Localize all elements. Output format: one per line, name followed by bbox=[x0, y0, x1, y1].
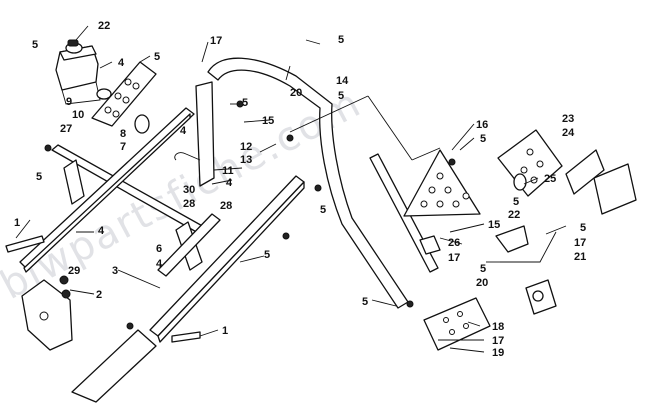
center-post bbox=[174, 81, 215, 187]
callout-5: 5 bbox=[513, 196, 519, 208]
callout-5: 5 bbox=[36, 171, 42, 183]
callout-6: 6 bbox=[156, 243, 162, 255]
callout-11: 11 bbox=[222, 165, 234, 177]
callout-5: 5 bbox=[242, 97, 248, 109]
callout-29: 29 bbox=[68, 265, 80, 277]
callout-5: 5 bbox=[32, 39, 38, 51]
callout-4: 4 bbox=[180, 125, 187, 137]
perforated-plate bbox=[91, 61, 157, 134]
leader-lines bbox=[15, 25, 567, 353]
callout-14: 14 bbox=[336, 75, 349, 87]
callout-5: 5 bbox=[320, 204, 326, 216]
callout-4: 4 bbox=[156, 258, 163, 270]
callout-12: 12 bbox=[240, 141, 252, 153]
callout-25: 25 bbox=[544, 173, 556, 185]
main-hoop bbox=[207, 57, 409, 309]
callout-15: 15 bbox=[488, 219, 500, 231]
callout-22: 22 bbox=[508, 209, 520, 221]
callout-5: 5 bbox=[154, 51, 160, 63]
callout-labels: 22 5 4 5 9 10 27 8 7 4 17 5 14 20 5 5 15… bbox=[14, 20, 586, 359]
callout-28: 28 bbox=[183, 198, 195, 210]
callout-26: 26 bbox=[448, 237, 460, 249]
callout-4: 4 bbox=[98, 225, 105, 237]
callout-22: 22 bbox=[98, 20, 110, 32]
callout-1: 1 bbox=[14, 217, 20, 229]
callout-10: 10 bbox=[72, 109, 84, 121]
callout-23: 23 bbox=[562, 113, 574, 125]
mounting-plate bbox=[497, 129, 563, 197]
callout-8: 8 bbox=[120, 128, 126, 140]
callout-27: 27 bbox=[60, 123, 72, 135]
callout-28: 28 bbox=[220, 200, 232, 212]
callout-1: 1 bbox=[222, 325, 228, 337]
callout-9: 9 bbox=[66, 96, 72, 108]
callout-7: 7 bbox=[120, 141, 126, 153]
left-side-rail bbox=[19, 107, 195, 273]
callout-5: 5 bbox=[480, 133, 486, 145]
callout-18: 18 bbox=[492, 321, 504, 333]
electronic-module bbox=[565, 149, 637, 215]
callout-2: 2 bbox=[96, 289, 102, 301]
actuator bbox=[525, 279, 557, 315]
support-tube bbox=[369, 153, 441, 273]
callout-5: 5 bbox=[338, 90, 344, 102]
callout-19: 19 bbox=[492, 347, 504, 359]
bracket-21 bbox=[495, 225, 557, 263]
callout-5: 5 bbox=[338, 34, 344, 46]
callout-3: 3 bbox=[112, 265, 118, 277]
bolt-1a bbox=[5, 235, 45, 253]
callout-30: 30 bbox=[183, 184, 195, 196]
callout-24: 24 bbox=[562, 127, 575, 139]
callout-17: 17 bbox=[492, 335, 504, 347]
callout-17: 17 bbox=[448, 252, 460, 264]
callout-20: 20 bbox=[476, 277, 488, 289]
skid-plate bbox=[423, 297, 491, 351]
callout-15: 15 bbox=[262, 115, 274, 127]
callout-20: 20 bbox=[290, 87, 302, 99]
lower-left-casting bbox=[21, 279, 157, 403]
bolt-1b bbox=[171, 331, 201, 343]
callout-4: 4 bbox=[118, 57, 125, 69]
lower-frame-rail bbox=[149, 175, 305, 343]
callout-5: 5 bbox=[264, 249, 270, 261]
callout-16: 16 bbox=[476, 119, 488, 131]
callout-17: 17 bbox=[210, 35, 222, 47]
callout-5: 5 bbox=[480, 263, 486, 275]
callout-5: 5 bbox=[362, 296, 368, 308]
triangular-gusset bbox=[403, 149, 481, 217]
nuts bbox=[44, 100, 456, 330]
coolant-reservoir bbox=[55, 39, 101, 105]
callout-4: 4 bbox=[226, 177, 233, 189]
callout-17: 17 bbox=[574, 237, 586, 249]
callout-21: 21 bbox=[574, 251, 586, 263]
callout-5: 5 bbox=[580, 222, 586, 234]
callout-13: 13 bbox=[240, 154, 252, 166]
